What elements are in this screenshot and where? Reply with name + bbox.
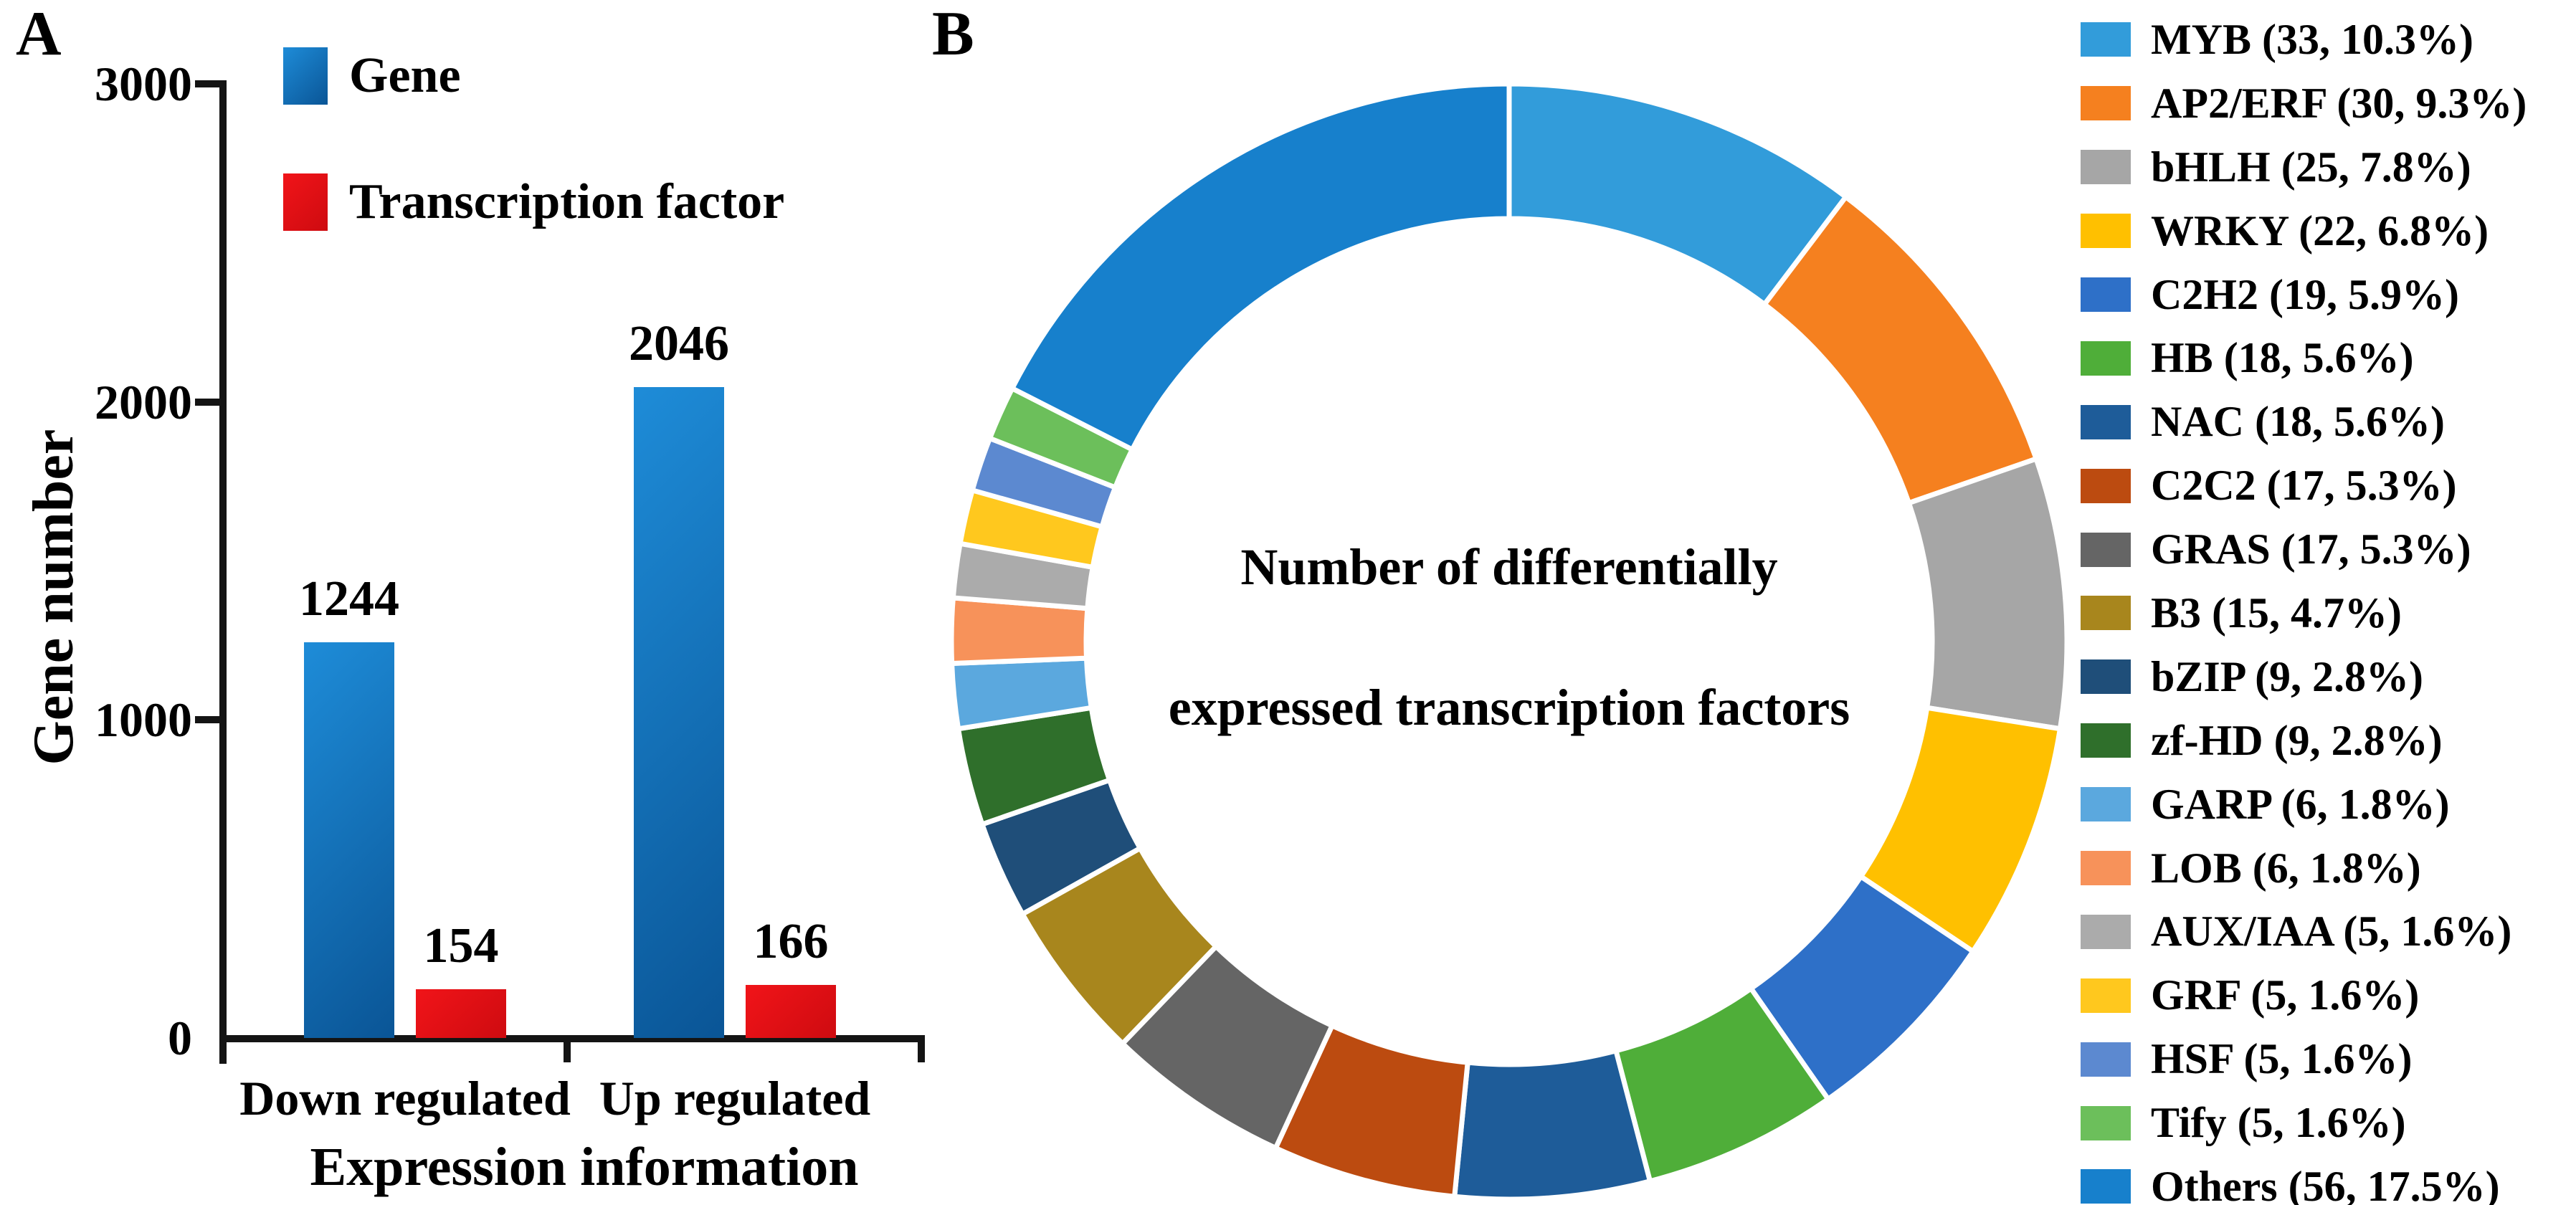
donut-legend-item: C2C2 (17, 5.3%) bbox=[2081, 454, 2527, 518]
donut-legend-item: bHLH (25, 7.8%) bbox=[2081, 135, 2527, 199]
legend-swatch-GARP bbox=[2081, 787, 2131, 822]
legend-swatch-C2H2 bbox=[2081, 277, 2131, 312]
transcription-factor-legend-swatch bbox=[283, 173, 328, 231]
donut-slice-NAC bbox=[1451, 1047, 1653, 1202]
legend-swatch-bHLH bbox=[2081, 150, 2131, 185]
legend-swatch-HSF bbox=[2081, 1042, 2131, 1077]
donut-legend-label: GARP (6, 1.8%) bbox=[2151, 780, 2450, 828]
donut-legend-label: NAC (18, 5.6%) bbox=[2151, 398, 2445, 446]
donut-legend-item: GRF (5, 1.6%) bbox=[2081, 963, 2527, 1027]
donut-legend-item: NAC (18, 5.6%) bbox=[2081, 390, 2527, 454]
donut-legend-item: Tify (5, 1.6%) bbox=[2081, 1091, 2527, 1155]
gene-bar-up bbox=[634, 387, 724, 1038]
donut-chart bbox=[949, 81, 2070, 1202]
donut-legend-label: C2H2 (19, 5.9%) bbox=[2151, 270, 2459, 318]
legend-a-item: Gene bbox=[283, 42, 461, 110]
donut-legend-label: AP2/ERF (30, 9.3%) bbox=[2151, 79, 2527, 127]
x-category-label: Down regulated bbox=[239, 1071, 571, 1125]
y-axis-tick bbox=[195, 398, 219, 406]
bar-value-label: 2046 bbox=[629, 316, 729, 372]
x-category-label: Up regulated bbox=[599, 1071, 871, 1125]
y-tick-label: 0 bbox=[168, 1011, 192, 1065]
legend-swatch-WRKY bbox=[2081, 214, 2131, 249]
legend-swatch-GRF bbox=[2081, 978, 2131, 1013]
donut-legend-item: WRKY (22, 6.8%) bbox=[2081, 199, 2527, 263]
donut-legend-label: B3 (15, 4.7%) bbox=[2151, 589, 2402, 637]
donut-legend-label: zf-HD (9, 2.8%) bbox=[2151, 716, 2443, 764]
legend-a-item: Transcription factor bbox=[283, 168, 784, 237]
x-axis-title: Expression information bbox=[310, 1137, 859, 1197]
y-axis-tick bbox=[195, 80, 219, 87]
legend-swatch-Others bbox=[2081, 1169, 2131, 1204]
tf-bar-up bbox=[746, 985, 836, 1038]
y-tick-label: 1000 bbox=[95, 692, 192, 748]
bar-value-label: 1244 bbox=[299, 571, 399, 627]
bar-value-label: 154 bbox=[423, 918, 499, 973]
x-axis-tick-left bbox=[219, 1035, 227, 1062]
legend-a-label: Gene bbox=[349, 48, 461, 103]
legend-a-label: Transcription factor bbox=[349, 174, 785, 229]
donut-legend-label: bHLH (25, 7.8%) bbox=[2151, 143, 2471, 191]
donut-legend-label: AUX/IAA (5, 1.6%) bbox=[2151, 908, 2512, 956]
donut-legend-item: AUX/IAA (5, 1.6%) bbox=[2081, 900, 2527, 963]
donut-legend-item: B3 (15, 4.7%) bbox=[2081, 581, 2527, 645]
donut-center-text-line2: expressed transcription factors bbox=[1168, 679, 1850, 736]
panel-b-label: B bbox=[932, 0, 974, 69]
legend-swatch-LOB bbox=[2081, 851, 2131, 886]
donut-legend-label: C2C2 (17, 5.3%) bbox=[2151, 462, 2457, 510]
donut-slice-bHLH bbox=[1905, 455, 2070, 732]
legend-swatch-C2C2 bbox=[2081, 468, 2131, 503]
legend-swatch-bZIP bbox=[2081, 659, 2131, 695]
donut-slice-Others bbox=[1009, 81, 1512, 453]
legend-swatch-AP2/ERF bbox=[2081, 86, 2131, 121]
legend-swatch-B3 bbox=[2081, 596, 2131, 631]
donut-legend-item: GRAS (17, 5.3%) bbox=[2081, 518, 2527, 581]
donut-legend-item: C2H2 (19, 5.9%) bbox=[2081, 263, 2527, 327]
legend-swatch-Tify bbox=[2081, 1105, 2131, 1140]
y-axis-tick bbox=[195, 716, 219, 724]
donut-legend-label: MYB (33, 10.3%) bbox=[2151, 15, 2473, 63]
x-axis-line bbox=[219, 1035, 925, 1042]
donut-legend-label: GRF (5, 1.6%) bbox=[2151, 971, 2420, 1019]
donut-legend-label: GRAS (17, 5.3%) bbox=[2151, 525, 2471, 573]
gene-bar-down bbox=[304, 642, 394, 1038]
donut-legend-item: bZIP (9, 2.8%) bbox=[2081, 645, 2527, 709]
legend-swatch-AUX/IAA bbox=[2081, 914, 2131, 949]
legend-swatch-zf-HD bbox=[2081, 723, 2131, 758]
donut-legend: MYB (33, 10.3%) AP2/ERF (30, 9.3%) bHLH (2… bbox=[2081, 8, 2527, 1205]
x-axis-tick-right bbox=[918, 1035, 925, 1062]
y-axis-line bbox=[219, 80, 227, 1064]
donut-legend-label: HSF (5, 1.6%) bbox=[2151, 1035, 2413, 1083]
donut-legend-item: MYB (33, 10.3%) bbox=[2081, 8, 2527, 72]
tf-bar-down bbox=[416, 989, 506, 1038]
donut-legend-label: Others (56, 17.5%) bbox=[2151, 1162, 2500, 1205]
legend-swatch-NAC bbox=[2081, 404, 2131, 439]
donut-legend-item: HB (18, 5.6%) bbox=[2081, 326, 2527, 390]
gene-legend-swatch bbox=[283, 47, 328, 105]
legend-swatch-MYB bbox=[2081, 22, 2131, 57]
donut-legend-item: AP2/ERF (30, 9.3%) bbox=[2081, 72, 2527, 135]
donut-legend-item: HSF (5, 1.6%) bbox=[2081, 1027, 2527, 1091]
donut-legend-item: LOB (6, 1.8%) bbox=[2081, 837, 2527, 900]
donut-legend-item: GARP (6, 1.8%) bbox=[2081, 773, 2527, 837]
legend-swatch-GRAS bbox=[2081, 532, 2131, 567]
donut-legend-item: zf-HD (9, 2.8%) bbox=[2081, 709, 2527, 773]
legend-swatch-HB bbox=[2081, 340, 2131, 376]
y-axis-title: Gene number bbox=[22, 429, 85, 766]
donut-legend-label: HB (18, 5.6%) bbox=[2151, 334, 2414, 382]
donut-legend-item: Others (56, 17.5%) bbox=[2081, 1155, 2527, 1205]
donut-legend-label: WRKY (22, 6.8%) bbox=[2151, 206, 2489, 254]
y-tick-label: 3000 bbox=[95, 57, 192, 111]
donut-legend-label: bZIP (9, 2.8%) bbox=[2151, 652, 2424, 700]
panel-a-label: A bbox=[16, 0, 62, 69]
donut-legend-label: Tify (5, 1.6%) bbox=[2151, 1099, 2406, 1147]
x-axis-tick-mid bbox=[564, 1035, 571, 1062]
y-tick-label: 2000 bbox=[95, 374, 192, 429]
donut-center-text-line1: Number of differentially bbox=[1240, 538, 1778, 596]
bar-value-label: 166 bbox=[753, 914, 829, 970]
donut-legend-label: LOB (6, 1.8%) bbox=[2151, 844, 2421, 892]
